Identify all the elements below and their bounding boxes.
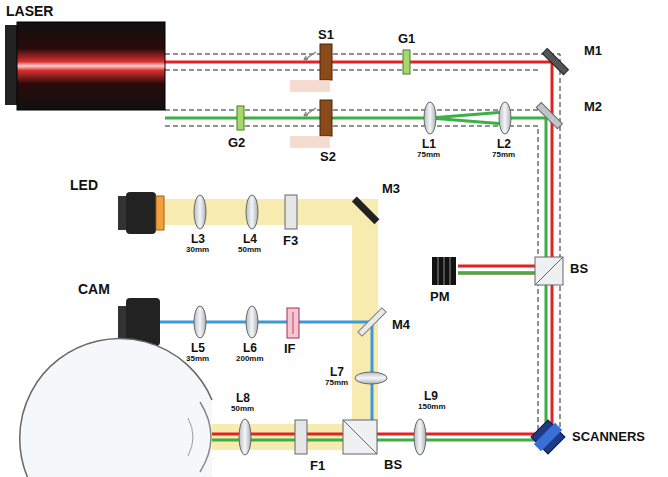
part-label: L6: [243, 342, 257, 354]
part-label: L1: [422, 138, 436, 150]
part-label: L5: [191, 342, 205, 354]
part-label: CAM: [78, 282, 110, 296]
part-label: 50mm: [231, 405, 254, 413]
part-label: L7: [330, 366, 344, 378]
part-label: L9: [424, 390, 438, 402]
part-label: L8: [236, 392, 250, 404]
part-label: S1: [318, 28, 334, 41]
part-label: SCANNERS: [572, 430, 645, 443]
part-label: F1: [310, 459, 325, 472]
part-label: LED: [70, 178, 98, 192]
part-label: L2: [497, 138, 511, 150]
part-label: 30mm: [186, 246, 209, 254]
part-label: 150mm: [418, 403, 446, 411]
part-label: 200mm: [236, 355, 264, 363]
part-label: 75mm: [492, 151, 515, 159]
part-label: M3: [382, 182, 400, 195]
part-label: L3: [191, 233, 205, 245]
part-label: IF: [284, 342, 296, 355]
part-label: L4: [243, 233, 257, 245]
part-label: M4: [392, 318, 410, 331]
part-label: F3: [283, 234, 298, 247]
part-label: BS: [570, 262, 588, 275]
part-label: G1: [398, 32, 415, 45]
part-label: 75mm: [325, 379, 348, 387]
part-label: G2: [228, 136, 245, 149]
part-label: M1: [584, 44, 602, 57]
part-label: M2: [584, 100, 602, 113]
part-label: 50mm: [238, 246, 261, 254]
part-label: BS: [384, 458, 402, 471]
part-label: 35mm: [186, 355, 209, 363]
part-label: 75mm: [417, 151, 440, 159]
part-label: PM: [430, 290, 450, 303]
part-label: S2: [320, 150, 336, 163]
part-label: LASER: [6, 4, 53, 18]
